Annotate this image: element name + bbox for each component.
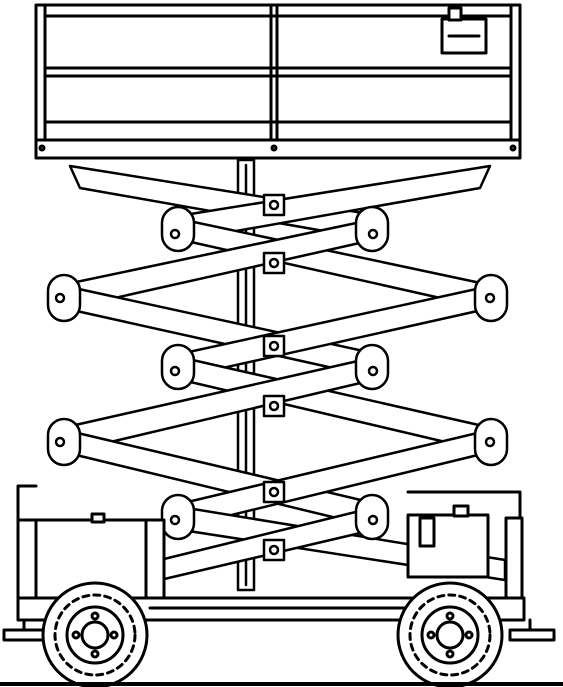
rear-wheel (396, 581, 504, 687)
pivot-pin (54, 436, 66, 448)
pivot-pin (367, 514, 379, 526)
lug (90, 649, 100, 659)
outrigger-foot-right (508, 628, 556, 642)
lug (464, 630, 474, 640)
pivot-pin (367, 365, 379, 377)
lug (445, 611, 455, 621)
lug (109, 630, 119, 640)
lug (426, 630, 436, 640)
pivot-pin (484, 436, 496, 448)
pivot-pin (169, 365, 181, 377)
lug (90, 611, 100, 621)
platform-guardrail (34, 3, 522, 160)
pivot-pin (484, 292, 496, 304)
deck-bolt (270, 144, 278, 152)
center-pivot (262, 334, 286, 358)
left-tank-cap (90, 512, 106, 524)
center-pivot (262, 538, 286, 562)
hub (80, 620, 110, 650)
lug (445, 649, 455, 659)
right-engine-cap (452, 504, 470, 518)
right-post (504, 516, 524, 610)
right-engine-panel (418, 516, 436, 548)
platform-deck (34, 138, 522, 160)
center-pivot (262, 193, 286, 217)
pivot-pin (367, 228, 379, 240)
deck-bolt (38, 144, 46, 152)
right-guard-rail (406, 490, 522, 522)
scissor-stack (46, 158, 509, 592)
lug (71, 630, 81, 640)
deck-bolt (509, 144, 517, 152)
pivot-pin (169, 228, 181, 240)
front-wheel (41, 581, 149, 687)
arm-knuckle (160, 205, 196, 253)
left-guard-post (16, 484, 38, 522)
center-pivot (262, 251, 286, 275)
pivot-pin (54, 292, 66, 304)
pivot-pin (169, 514, 181, 526)
center-pivot (262, 480, 286, 504)
hub (435, 620, 465, 650)
center-pivot (262, 394, 286, 418)
control-box-handle (447, 6, 463, 22)
platform-control-box (440, 6, 488, 55)
